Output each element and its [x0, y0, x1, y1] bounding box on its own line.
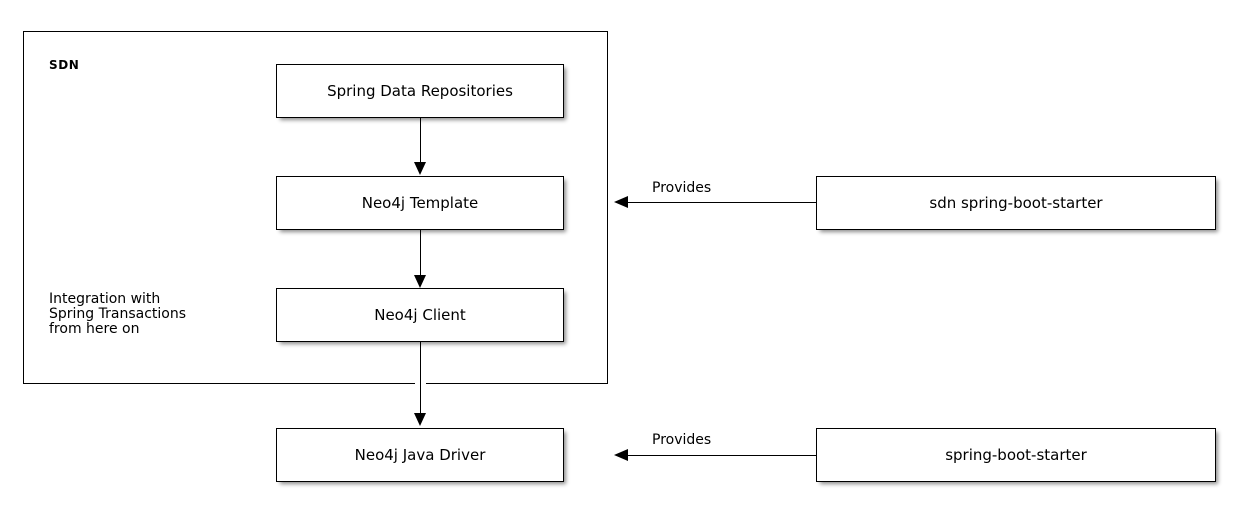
sdn-group-label: SDN [49, 58, 80, 72]
edge-arrowhead-starter-to-driver [614, 449, 628, 461]
edge-arrowhead-template-to-client [414, 275, 426, 288]
edge-label-provides-upper: Provides [652, 180, 712, 196]
edge-line-repositories-to-template [420, 118, 421, 162]
node-label-neo4j-client: Neo4j Client [374, 305, 466, 324]
node-sdn-spring-boot-starter[interactable]: sdn spring-boot-starter [816, 176, 1216, 230]
node-spring-boot-starter[interactable]: spring-boot-starter [816, 428, 1216, 482]
sdn-group-container [23, 31, 608, 384]
edge-arrowhead-client-to-driver [414, 413, 426, 426]
edge-line-template-to-client [420, 230, 421, 275]
node-neo4j-template[interactable]: Neo4j Template [276, 176, 564, 230]
node-label-sdn-spring-boot-starter: sdn spring-boot-starter [929, 193, 1103, 212]
node-spring-data-repositories[interactable]: Spring Data Repositories [276, 64, 564, 118]
node-label-neo4j-template: Neo4j Template [361, 193, 479, 212]
edge-line-sdn-starter-to-template [627, 202, 816, 203]
node-neo4j-java-driver[interactable]: Neo4j Java Driver [276, 428, 564, 482]
node-label-spring-data-repositories: Spring Data Repositories [327, 81, 513, 100]
edge-arrowhead-sdn-starter-to-template [614, 196, 628, 208]
edge-line-starter-to-driver [627, 455, 816, 456]
integration-note: Integration with Spring Transactions fro… [49, 292, 186, 337]
edge-line-client-to-driver-overlay [420, 342, 421, 414]
integration-note-line-3: from here on [49, 321, 140, 337]
node-neo4j-client[interactable]: Neo4j Client [276, 288, 564, 342]
edge-label-provides-lower: Provides [652, 432, 712, 448]
integration-note-line-1: Integration with [49, 291, 161, 307]
node-label-neo4j-java-driver: Neo4j Java Driver [354, 445, 486, 464]
edge-arrowhead-repositories-to-template [414, 162, 426, 175]
integration-note-line-2: Spring Transactions [49, 306, 187, 322]
node-label-spring-boot-starter: spring-boot-starter [945, 445, 1087, 464]
